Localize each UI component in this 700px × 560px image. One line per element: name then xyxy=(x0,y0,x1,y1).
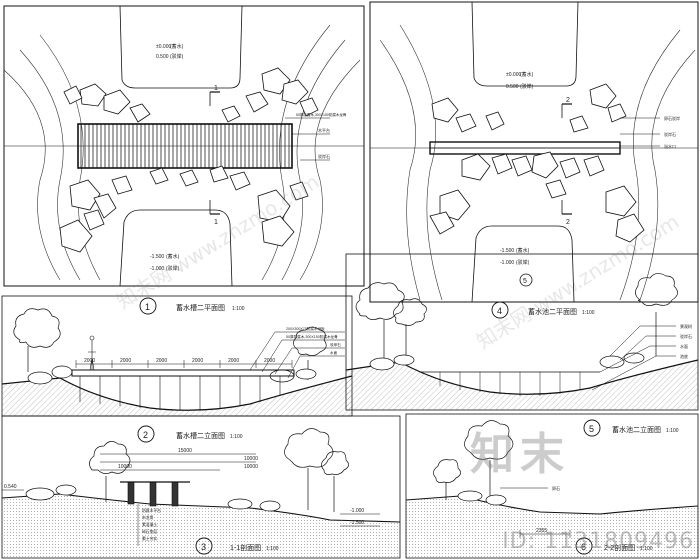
sect-3-level-right2: -1.500 xyxy=(350,520,364,526)
elev-5-number-circle xyxy=(583,419,601,437)
sect-3-level-right1: -1.000 xyxy=(350,508,364,514)
plan-1-level-top-note: (蓄水) xyxy=(170,43,184,50)
plan-1-number: 1 xyxy=(145,302,150,312)
plan-1-panel: 1 1 ±0.000 (蓄水) 0.500 (驳岸) -1.500 (蓄水) -… xyxy=(3,5,365,287)
section-6-panel: 卵石 2355 xyxy=(405,413,699,559)
plan-1-label-right3: 木平台 xyxy=(318,127,330,133)
plan-1-scale: 1:100 xyxy=(232,306,245,312)
plan-1-cut-mark-top: 1 xyxy=(214,85,218,92)
sect-6-number-circle xyxy=(575,537,593,555)
plan-4-cut-mark-top: 2 xyxy=(566,97,570,104)
plan-4-label-right3: 溢水口 xyxy=(664,143,676,149)
plan-4-section-mark: 5 xyxy=(523,278,527,285)
plan-1-number-circle xyxy=(139,297,157,315)
sect-6-dim: 2355 xyxy=(536,528,547,534)
elev-5-callout-3: 水面 xyxy=(680,343,688,349)
elev-5-callout-4: 池底 xyxy=(680,353,688,359)
sect-3-note-5: 素土夯实 xyxy=(142,536,157,541)
sect-3-number: 3 xyxy=(201,542,206,552)
plan-4-level-top2-note: (驳岸) xyxy=(520,83,534,90)
plan-1-level-bottom-note: (蓄水) xyxy=(166,253,180,260)
plan-4-title: 蓄水池二平面图 xyxy=(528,307,577,316)
sect-3-level-left: 0.540 xyxy=(4,484,17,490)
sect-3-note-4: 碎石垫层 xyxy=(142,529,157,534)
plan-4-label-right1: 卵石驳岸 xyxy=(664,115,680,121)
plan-4-number-circle xyxy=(491,301,509,319)
sect-6-callout-1: 卵石 xyxy=(552,485,560,491)
elev-2-dim-2: 2000 xyxy=(120,358,131,364)
plan-4-level-top: ±0.000 xyxy=(506,72,521,78)
plan-4-label-right2: 驳岸石 xyxy=(664,131,676,137)
elevation-2-panel: 2000 2000 2000 2000 2000 2000 200X300X75… xyxy=(1,295,353,417)
elev-2-dim-6: 2000 xyxy=(264,358,275,364)
plan-4-level-bottom-note: (蓄水) xyxy=(516,247,530,254)
sect-3-dim-4: 10000 xyxy=(118,464,132,470)
elevation-5-panel: 景观树 驳岸石 水面 池底 xyxy=(345,253,699,411)
plan-1-cut-mark-bottom: 1 xyxy=(214,219,218,226)
plan-1-label-right2: 驳岸石 xyxy=(318,153,330,159)
plan-1-level-top2: 0.500 xyxy=(156,54,169,60)
plan-4-panel: 2 2 ±0.000 (蓄水) 0.500 (驳岸) -1.500 (蓄水) -… xyxy=(369,1,699,303)
plan-4-cut-mark-bottom: 2 xyxy=(566,219,570,226)
plan-4-level-bottom2: -1.000 xyxy=(500,260,514,266)
plan-1-level-top: ±0.000 xyxy=(156,44,171,50)
sect-6-title: 2-2剖面图 xyxy=(604,543,635,552)
plan-1-level-top2-note: (驳岸) xyxy=(170,53,184,60)
section-3-panel: 15000 10000 10000 10000 0.540 -1.000 -1.… xyxy=(1,415,401,559)
plan-1-level-bottom2: -1.000 xyxy=(150,266,164,272)
elev-2-number-circle xyxy=(137,425,155,443)
sect-3-scale: 1:100 xyxy=(266,546,279,552)
sect-6-scale: 1:100 xyxy=(640,546,653,552)
elev-2-dim-4: 2000 xyxy=(192,358,203,364)
elev-2-title: 蓄水槽二立面图 xyxy=(176,431,225,440)
elev-2-scale: 1:100 xyxy=(230,434,243,440)
sect-3-title: 1-1剖面图 xyxy=(230,543,261,552)
sect-3-number-circle xyxy=(195,537,213,555)
elev-2-callout-1: 200X300X75防腐木地板 xyxy=(286,326,325,331)
elev-2-callout-3: 驳岸石 xyxy=(330,342,341,347)
sect-3-note-1: 防腐木平台 xyxy=(142,508,161,513)
plan-4-level-top2: 0.500 xyxy=(506,84,519,90)
elev-5-number: 5 xyxy=(589,424,594,434)
sect-6-number: 6 xyxy=(581,542,586,552)
elev-2-number: 2 xyxy=(143,430,148,440)
sect-3-note-2: 木龙骨 xyxy=(142,515,154,520)
elev-5-title: 蓄水池二立面图 xyxy=(612,425,661,434)
sect-3-note-3: 素混凝土 xyxy=(142,522,157,527)
plan-1-label-right1: 50厚防腐木,300X150防腐木龙骨 xyxy=(296,112,347,117)
plan-4-level-bottom: -1.500 xyxy=(500,248,514,254)
elev-5-scale: 1:100 xyxy=(666,428,679,434)
plan-4-number: 4 xyxy=(497,306,502,316)
plan-1-level-bottom: -1.500 xyxy=(150,254,164,260)
elev-2-callout-4: 水面 xyxy=(330,350,338,355)
elev-2-dim-1: 2000 xyxy=(84,358,95,364)
elev-5-callout-2: 驳岸石 xyxy=(680,333,692,339)
elev-2-dim-3: 2000 xyxy=(156,358,167,364)
elev-2-callout-2: 50厚防腐木,300X150防腐木龙骨 xyxy=(286,334,338,339)
plan-4-level-bottom2-note: (驳岸) xyxy=(516,259,530,266)
plan-4-scale: 1:100 xyxy=(582,310,595,316)
sect-3-dim-3: 10000 xyxy=(244,464,258,470)
plan-1-level-bottom2-note: (驳岸) xyxy=(166,265,180,272)
sect-3-dim-1: 15000 xyxy=(178,448,192,454)
elev-2-dim-5: 2000 xyxy=(228,358,239,364)
elev-5-callout-1: 景观树 xyxy=(680,323,692,329)
plan-4-level-top-note: (蓄水) xyxy=(520,71,534,78)
plan-1-title: 蓄水槽二平面图 xyxy=(176,303,225,312)
sect-3-dim-2: 10000 xyxy=(244,456,258,462)
